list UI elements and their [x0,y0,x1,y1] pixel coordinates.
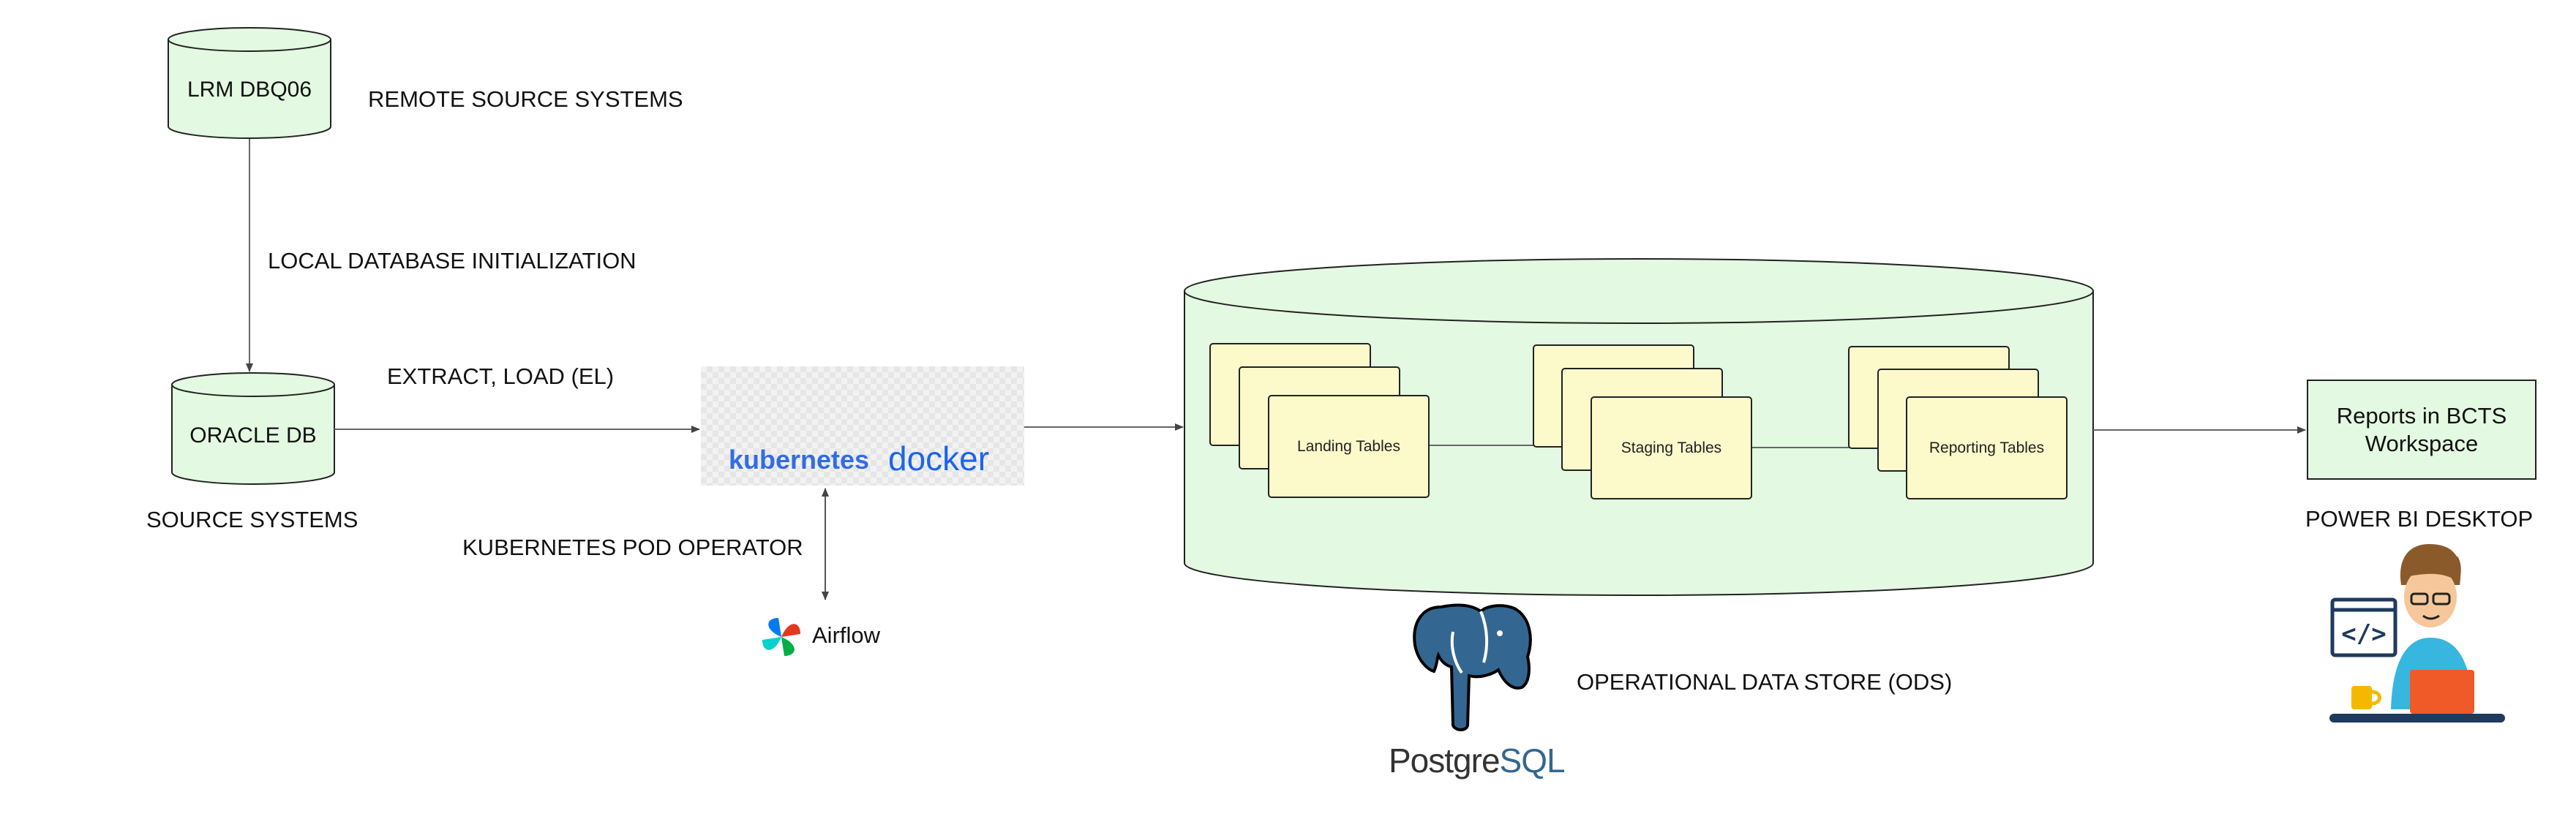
reporting-tables-card: Reporting Tables [1906,396,2068,499]
lrm-db-cylinder [168,27,331,139]
postgresql-wordmark-part-b: SQL [1499,742,1566,780]
developer-illustration: </> [2329,544,2505,723]
mug-icon [2351,686,2372,709]
postgresql-wordmark: PostgreSQL [1389,741,1566,780]
remote-source-caption: REMOTE SOURCE SYSTEMS [368,86,683,112]
lrm-db-label: LRM DBQ06 [187,78,312,102]
laptop-icon [2410,670,2474,714]
source-caption: SOURCE SYSTEMS [146,507,358,532]
airflow-label: Airflow [812,622,881,648]
kubernetes-docker-panel [701,366,1024,486]
powerbi-caption: POWER BI DESKTOP [2305,506,2534,532]
reports-box-line2: Workspace [2365,430,2479,456]
el-edge-label: EXTRACT, LOAD (EL) [387,363,615,389]
pod-operator-label: KUBERNETES POD OPERATOR [462,535,803,560]
staging-tables-card: Staging Tables [1591,396,1752,499]
oracle-db-cylinder [171,372,335,485]
reports-workspace-box: Reports in BCTS Workspace [2307,380,2536,480]
landing-tables-label: Landing Tables [1297,437,1400,455]
reports-box-line1: Reports in BCTS [2336,402,2507,429]
ods-caption: OPERATIONAL DATA STORE (ODS) [1577,669,1953,695]
oracle-db-label: ORACLE DB [189,423,317,448]
reporting-tables-label: Reporting Tables [1929,439,2045,456]
code-window-icon [2330,597,2397,657]
postgresql-icon [1413,603,1532,731]
postgresql-wordmark-part-a: Postgre [1389,742,1501,780]
landing-tables-card: Landing Tables [1268,395,1430,498]
svg-text:</>: </> [2341,619,2386,649]
staging-tables-label: Staging Tables [1621,439,1722,456]
init-edge-label: LOCAL DATABASE INITIALIZATION [268,248,637,273]
airflow-icon [762,618,800,656]
docker-wordmark: docker [888,439,990,478]
kubernetes-wordmark: kubernetes [729,445,870,475]
